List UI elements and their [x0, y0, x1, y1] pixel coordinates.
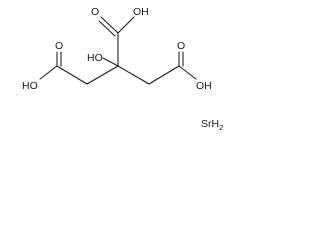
bond-top-co-double-b	[98, 20, 116, 37]
counter-ion-element: SrH	[201, 118, 219, 130]
left-carbonyl-o-label: O	[55, 40, 63, 52]
right-hydroxyl-label: OH	[196, 80, 212, 92]
bond-center-to-left-ch2	[86, 65, 119, 85]
bond-center-to-right-ch2	[117, 65, 150, 85]
top-carbonyl-o-label: O	[91, 6, 99, 18]
right-carbonyl-o-label: O	[177, 40, 185, 52]
center-hydroxyl-label: HO	[87, 52, 103, 64]
bond-top-co-double-a	[100, 16, 119, 34]
bond-top-c-oh	[117, 16, 135, 34]
top-hydroxyl-label: OH	[133, 6, 149, 18]
bond-lines	[39, 16, 197, 85]
bond-center-to-oh	[102, 57, 119, 67]
bond-left-c-oh	[39, 65, 58, 80]
counter-ion-label: SrH2	[201, 118, 223, 132]
counter-ion-subscript: 2	[219, 123, 223, 132]
bond-left-ch2-to-carboxyl	[56, 65, 88, 85]
left-hydroxyl-label: HO	[22, 80, 38, 92]
bond-right-c-oh	[178, 65, 197, 80]
molecule-diagram: O OH HO O HO O OH SrH2	[22, 6, 223, 132]
structure-canvas: O OH HO O HO O OH SrH2	[0, 0, 244, 136]
bond-right-ch2-to-carboxyl	[148, 65, 180, 85]
counter-ion: SrH2	[201, 118, 223, 132]
